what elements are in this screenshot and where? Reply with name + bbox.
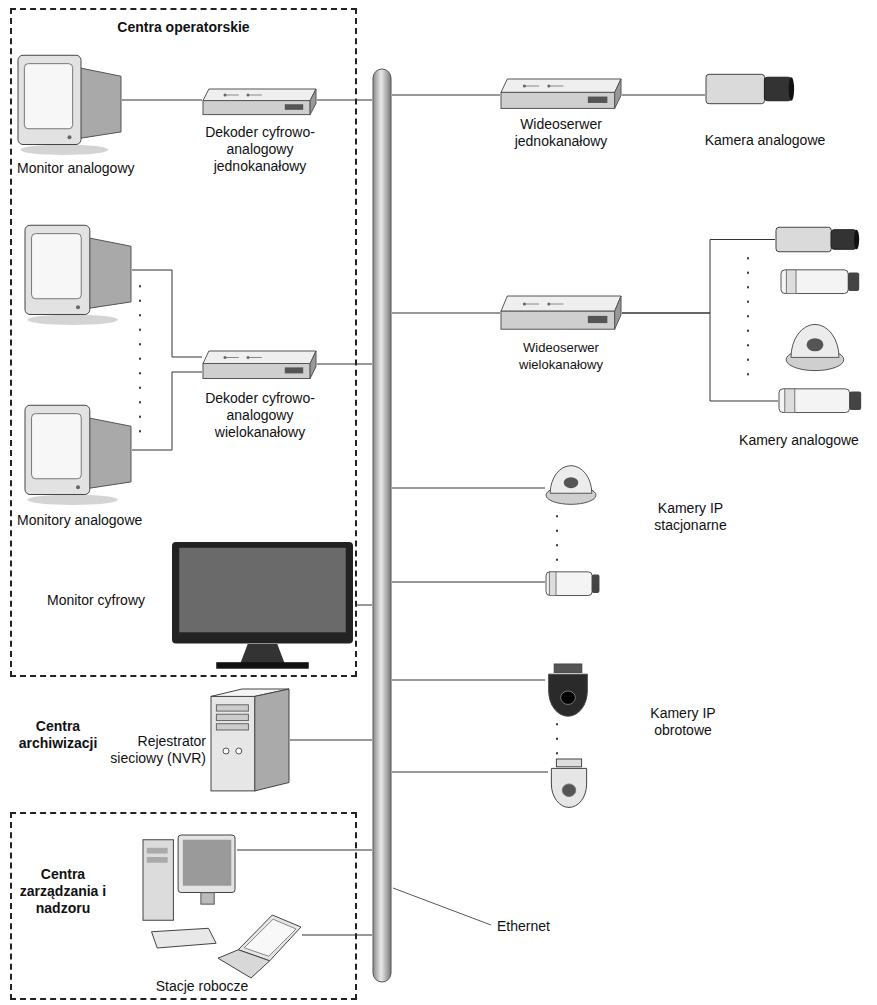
device-label: Monitor analogowy xyxy=(17,160,167,177)
ethernet-bus: Ethernet xyxy=(372,68,392,983)
device-node: Monitor analogowy xyxy=(17,50,125,180)
ptz-camera-icon xyxy=(548,758,590,810)
device-node: Kamery analogowe xyxy=(730,218,870,453)
crt-monitor-icon xyxy=(24,400,132,505)
device-label: Dekoder cyfrowo-analogowy jednokanałowy xyxy=(198,124,322,175)
device-box-icon xyxy=(202,88,317,116)
device-node: Wideoserwer jednokanałowy xyxy=(500,78,623,163)
network-link xyxy=(290,740,372,741)
device-box-icon xyxy=(500,78,622,110)
dashed-region: Centra zarządzania i nadzoruStacje roboc… xyxy=(10,812,357,1000)
bullet-camera-icon xyxy=(778,385,862,417)
network-link xyxy=(622,95,705,96)
network-link xyxy=(317,364,372,365)
network-link xyxy=(355,605,372,606)
device-node: Kamery IP obrotowe xyxy=(545,660,740,810)
device-node: Wideoserwer wielokanałowy xyxy=(500,293,623,378)
region-heading: Centra zarządzania i nadzoru xyxy=(16,866,110,917)
crt-monitor-icon xyxy=(17,50,122,155)
area-label: Centra archiwizacji xyxy=(12,718,104,752)
nvr-tower-icon xyxy=(210,688,290,793)
device-label: Wideoserwer wielokanałowy xyxy=(482,339,640,373)
device-node: Kamera analogowe xyxy=(700,66,850,161)
device-label: Wideoserwer jednokanałowy xyxy=(482,116,640,150)
dashed-region: Centra operatorskieMonitor analogowyDeko… xyxy=(10,8,357,677)
device-node: Dekoder cyfrowo-analogowy jednokanałowy xyxy=(202,87,318,177)
device-node: Kamery IP stacjonarne xyxy=(545,460,755,605)
device-label: Kamery IP obrotowe xyxy=(628,705,738,739)
network-link xyxy=(122,100,202,101)
crt-monitor-icon xyxy=(24,220,132,325)
device-node: Rejestrator sieciowy (NVR) xyxy=(104,688,292,794)
network-link xyxy=(392,313,500,314)
continuation-dots xyxy=(556,516,558,566)
device-node: Dekoder cyfrowo-analogowy wielokanałowy xyxy=(202,347,318,437)
device-label: Dekoder cyfrowo-analogowy wielokanałowy xyxy=(198,390,322,441)
device-node: Monitory analogowe xyxy=(22,217,134,535)
network-link xyxy=(132,270,202,450)
device-label: Monitory analogowe xyxy=(17,512,177,529)
continuation-dots xyxy=(747,258,749,382)
continuation-dots xyxy=(139,286,141,440)
leader-line xyxy=(393,888,491,925)
device-box-icon xyxy=(202,350,317,380)
bullet-camera-icon xyxy=(780,266,860,298)
flat-monitor-icon xyxy=(170,540,355,670)
device-label: Ethernet xyxy=(497,918,577,935)
network-link xyxy=(622,240,778,402)
network-link xyxy=(317,100,372,101)
bullet-camera-icon xyxy=(545,568,600,600)
device-label: Kamery analogowe xyxy=(728,432,870,449)
desktop-computer-icon xyxy=(142,834,237,949)
ptz-camera-icon xyxy=(545,663,591,719)
dome-camera-icon xyxy=(545,462,597,508)
device-label: Stacje robocze xyxy=(142,978,262,995)
device-box-icon xyxy=(500,295,622,331)
device-node: Stacje robocze xyxy=(140,832,305,998)
network-link xyxy=(392,95,500,96)
network-link xyxy=(392,488,545,582)
network-link xyxy=(237,850,372,935)
continuation-dots xyxy=(556,724,558,764)
network-link xyxy=(392,680,548,772)
box-camera-icon xyxy=(705,68,795,110)
device-label: Rejestrator sieciowy (NVR) xyxy=(104,733,206,767)
box-camera-icon xyxy=(775,222,860,257)
dome-camera-icon xyxy=(785,320,845,375)
ethernet-bus-tube xyxy=(372,68,392,983)
device-label: Kamery IP stacjonarne xyxy=(628,500,753,534)
laptop-icon xyxy=(217,914,302,979)
device-label: Kamera analogowe xyxy=(690,132,840,149)
device-node: Monitor cyfrowy xyxy=(47,537,357,672)
region-heading: Centra operatorskie xyxy=(10,19,357,36)
device-label: Monitor cyfrowy xyxy=(47,592,165,609)
